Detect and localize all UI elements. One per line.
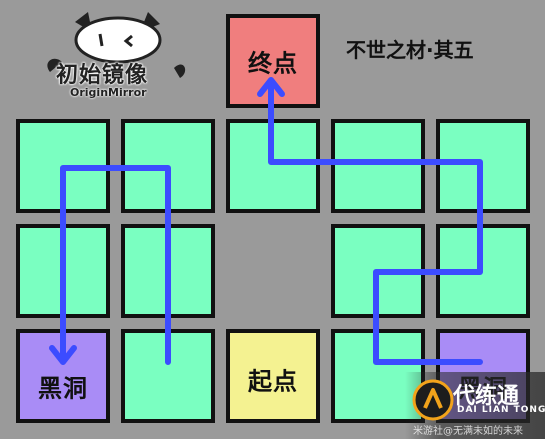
origin-mirror-logo: 初始镜像 OriginMirror <box>40 10 186 102</box>
floor-tile-r1c4 <box>331 119 425 213</box>
cat-mascot-icon <box>47 12 186 78</box>
watermark-name: 代练通 <box>453 384 520 409</box>
watermark-credit: 米游社@无满未如的未来 <box>413 426 523 437</box>
black-hole-left-label: 黑洞 <box>38 374 88 403</box>
watermark: 代练通 DAI LIAN TONG 米游社@无满未如的未来 <box>405 372 545 439</box>
end-label: 终点 <box>248 49 298 78</box>
floor-tile-r1c3 <box>226 119 320 213</box>
floor-tile-r2c1 <box>16 224 110 318</box>
logo-chinese-name: 初始镜像 <box>56 63 149 88</box>
floor-tile-r1c2 <box>121 119 215 213</box>
start-label: 起点 <box>248 367 298 396</box>
black-hole-tile-left: 黑洞 <box>16 329 110 423</box>
watermark-subtitle: DAI LIAN TONG <box>457 405 545 415</box>
floor-tile-r1c1 <box>16 119 110 213</box>
dailiantong-logo-icon <box>412 379 454 421</box>
floor-tile-r2c5 <box>436 224 530 318</box>
floor-tile-r1c5 <box>436 119 530 213</box>
start-tile: 起点 <box>226 329 320 423</box>
end-tile: 终点 <box>226 14 320 108</box>
level-title: 不世之材·其五 <box>346 38 474 62</box>
floor-tile-r3c2 <box>121 329 215 423</box>
logo-english-name: OriginMirror <box>70 86 147 99</box>
floor-tile-r2c4 <box>331 224 425 318</box>
floor-tile-r2c2 <box>121 224 215 318</box>
